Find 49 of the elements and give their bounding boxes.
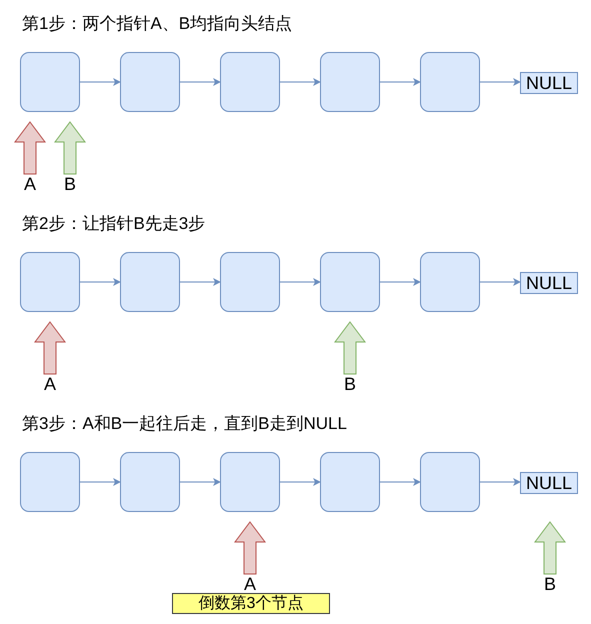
- arrow: [280, 278, 321, 286]
- pointer-arrow: [34, 321, 66, 374]
- arrow: [280, 478, 321, 486]
- pointer-label: A: [40, 374, 60, 394]
- step-heading: 第2步：让指针B先走3步: [22, 213, 206, 235]
- list-node-box: [220, 52, 280, 112]
- pointer-arrow: [534, 521, 566, 574]
- step-heading: 第3步：A和B一起往后走，直到B走到NULL: [22, 413, 347, 435]
- arrow: [80, 78, 121, 86]
- list-node-box: [120, 452, 180, 512]
- pointer-label: A: [240, 574, 260, 594]
- list-node-box: [420, 252, 480, 312]
- list-node-box: [20, 52, 80, 112]
- list-node-box: [420, 52, 480, 112]
- pointer-arrow: [14, 121, 46, 174]
- arrow: [80, 278, 121, 286]
- arrow: [380, 478, 421, 486]
- arrow: [480, 278, 521, 286]
- list-node-box: [320, 452, 380, 512]
- arrow: [380, 278, 421, 286]
- pointer-label: A: [20, 174, 40, 194]
- arrow: [480, 478, 521, 486]
- null-box: NULL: [520, 72, 578, 94]
- arrow: [180, 78, 221, 86]
- list-node-box: [220, 252, 280, 312]
- pointer-arrow: [234, 521, 266, 574]
- arrow: [80, 478, 121, 486]
- list-node-box: [220, 452, 280, 512]
- list-node-box: [320, 52, 380, 112]
- arrow: [180, 478, 221, 486]
- pointer-arrow: [54, 121, 86, 174]
- list-node-box: [20, 452, 80, 512]
- arrow: [380, 78, 421, 86]
- pointer-label: B: [60, 174, 80, 194]
- null-box: NULL: [520, 472, 578, 494]
- list-node-box: [120, 252, 180, 312]
- pointer-label: B: [540, 574, 560, 594]
- arrow: [180, 278, 221, 286]
- arrow: [280, 78, 321, 86]
- null-box: NULL: [520, 272, 578, 294]
- pointer-arrow: [334, 321, 366, 374]
- pointer-label: B: [340, 374, 360, 394]
- list-node-box: [120, 52, 180, 112]
- list-node-box: [20, 252, 80, 312]
- highlight-note: 倒数第3个节点: [172, 593, 330, 614]
- arrow: [480, 78, 521, 86]
- list-node-box: [320, 252, 380, 312]
- list-node-box: [420, 452, 480, 512]
- step-heading: 第1步：两个指针A、B均指向头结点: [22, 13, 292, 35]
